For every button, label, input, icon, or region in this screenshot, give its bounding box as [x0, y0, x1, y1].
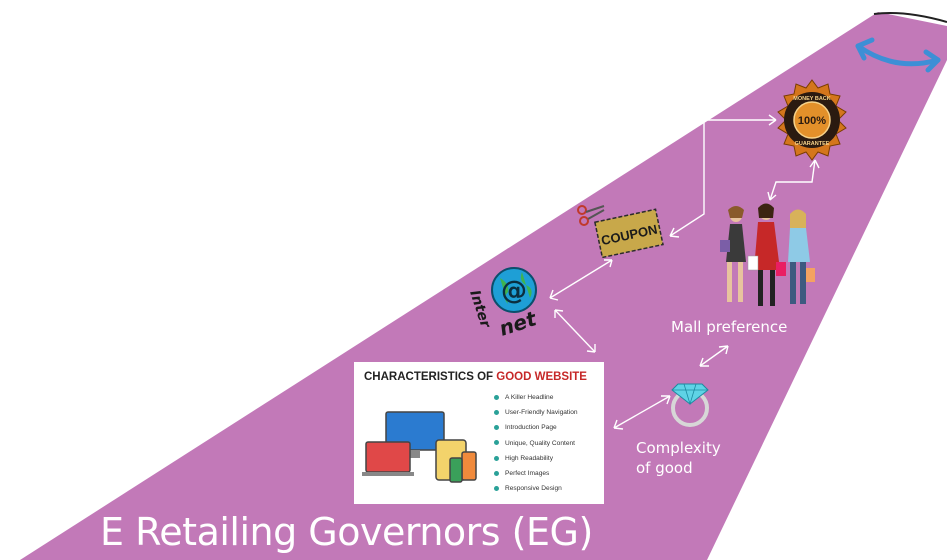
- card-title: CHARACTERISTICS OF GOOD WEBSITE: [364, 371, 594, 383]
- coupon-icon: COUPON: [577, 205, 664, 259]
- perspective-band: [20, 12, 947, 560]
- label-mall-preference: Mall preference: [671, 318, 788, 336]
- label-complexity-line1: Complexity: [636, 439, 721, 457]
- arrow-coupon-badge: [669, 119, 776, 237]
- bullet-dot-icon: [494, 425, 499, 431]
- card-feature-text: Introduction Page: [505, 424, 557, 432]
- card-title-part1: CHARACTERISTICS OF: [364, 371, 497, 383]
- card-feature-item: User-Friendly Navigation: [494, 409, 578, 424]
- diagram-title: E Retailing Governors (EG): [100, 510, 593, 554]
- card-feature-item: Unique, Quality Content: [494, 440, 578, 455]
- card-feature-item: Introduction Page: [494, 424, 578, 439]
- arrow-badge-shoppers: [769, 159, 816, 201]
- card-feature-item: A Killer Headline: [494, 394, 578, 409]
- shopper-1: [720, 206, 746, 302]
- badge-bottom-text: GUARANTEE: [795, 141, 830, 147]
- bullet-dot-icon: [494, 394, 499, 400]
- arrow-ring-mall: [699, 345, 729, 367]
- good-website-card: CHARACTERISTICS OF GOOD WEBSITE A Killer…: [354, 362, 604, 504]
- diamond-ring-icon: [671, 383, 709, 427]
- label-complexity-line2: of good: [636, 459, 693, 477]
- bullet-dot-icon: [494, 409, 499, 415]
- card-feature-item: High Readability: [494, 455, 578, 470]
- bullet-dot-icon: [494, 470, 499, 476]
- label-complexity-of-good: Complexity of good: [636, 438, 721, 478]
- card-feature-item: Perfect Images: [494, 470, 578, 485]
- card-feature-text: User-Friendly Navigation: [505, 409, 578, 417]
- card-title-part2: GOOD WEBSITE: [496, 371, 587, 383]
- svg-text:@: @: [501, 276, 527, 306]
- connector-arrows: [549, 114, 820, 430]
- bullet-dot-icon: [494, 440, 499, 446]
- shopper-3: [788, 209, 815, 304]
- arrow-ring-card: [613, 395, 671, 429]
- arrow-internet-coupon: [549, 259, 613, 299]
- card-feature-text: Perfect Images: [505, 469, 550, 477]
- scissors-icon: [577, 205, 605, 226]
- card-feature-text: High Readability: [505, 454, 554, 462]
- card-feature-item: Responsive Design: [494, 485, 578, 500]
- shopper-2: [747, 203, 786, 306]
- responsive-devices-icon: [362, 411, 477, 483]
- card-feature-text: Responsive Design: [505, 485, 562, 493]
- card-feature-text: Unique, Quality Content: [505, 439, 576, 447]
- badge-percent: 100%: [798, 115, 826, 127]
- double-arrow-icon: [855, 37, 941, 73]
- badge-top-text: MONEY BACK: [793, 96, 831, 102]
- band-edge-curve: [873, 12, 947, 23]
- bullet-dot-icon: [494, 455, 499, 461]
- arrow-internet-card: [554, 309, 596, 353]
- shoppers-illustration: [720, 203, 815, 306]
- bullet-dot-icon: [494, 485, 499, 491]
- money-back-badge-icon: 100% MONEY BACK GUARANTEE: [777, 79, 847, 161]
- card-feature-text: A Killer Headline: [505, 394, 554, 401]
